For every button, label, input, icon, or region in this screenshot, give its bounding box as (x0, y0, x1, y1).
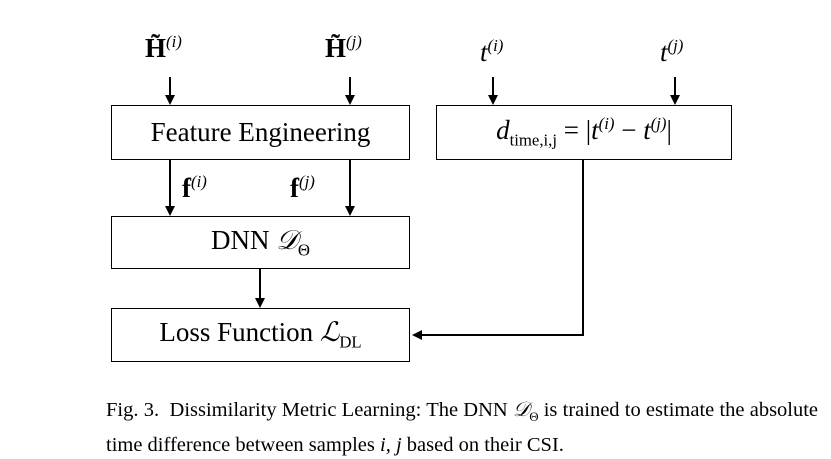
feature-engineering-label: Feature Engineering (150, 117, 371, 147)
feature-f-i: f(i) (182, 172, 207, 203)
feature-f-j: f(j) (290, 172, 315, 203)
caption-text-2: is trained to estimate the absolute time… (106, 399, 819, 457)
input-h-i: H̃(i) (145, 32, 182, 63)
caption-symbol: 𝒟 (512, 397, 530, 421)
arrow-diff-to-loss (412, 160, 584, 340)
feature-engineering-box: Feature Engineering (111, 105, 410, 160)
figure-caption: Fig. 3. Dissimilarity Metric Learning: T… (106, 397, 819, 457)
caption-text-3: based on their CSI. (406, 434, 564, 457)
input-t-i: t(i) (480, 36, 504, 67)
caption-figure-label: Fig. 3. (106, 399, 160, 421)
time-difference-box: dtime,i,j = |t(i) − t(j)| (436, 105, 732, 160)
dnn-label: DNN 𝒟Θ (211, 224, 310, 260)
caption-text-1: Dissimilarity Metric Learning: The DNN (169, 399, 508, 421)
loss-function-label: Loss Function ℒDL (159, 317, 362, 352)
dnn-box: DNN 𝒟Θ (111, 216, 410, 269)
input-t-j: t(j) (660, 36, 684, 67)
loss-function-box: Loss Function ℒDL (111, 308, 410, 362)
input-h-j: H̃(j) (325, 32, 362, 63)
time-difference-formula: dtime,i,j = |t(i) − t(j)| (496, 114, 672, 150)
